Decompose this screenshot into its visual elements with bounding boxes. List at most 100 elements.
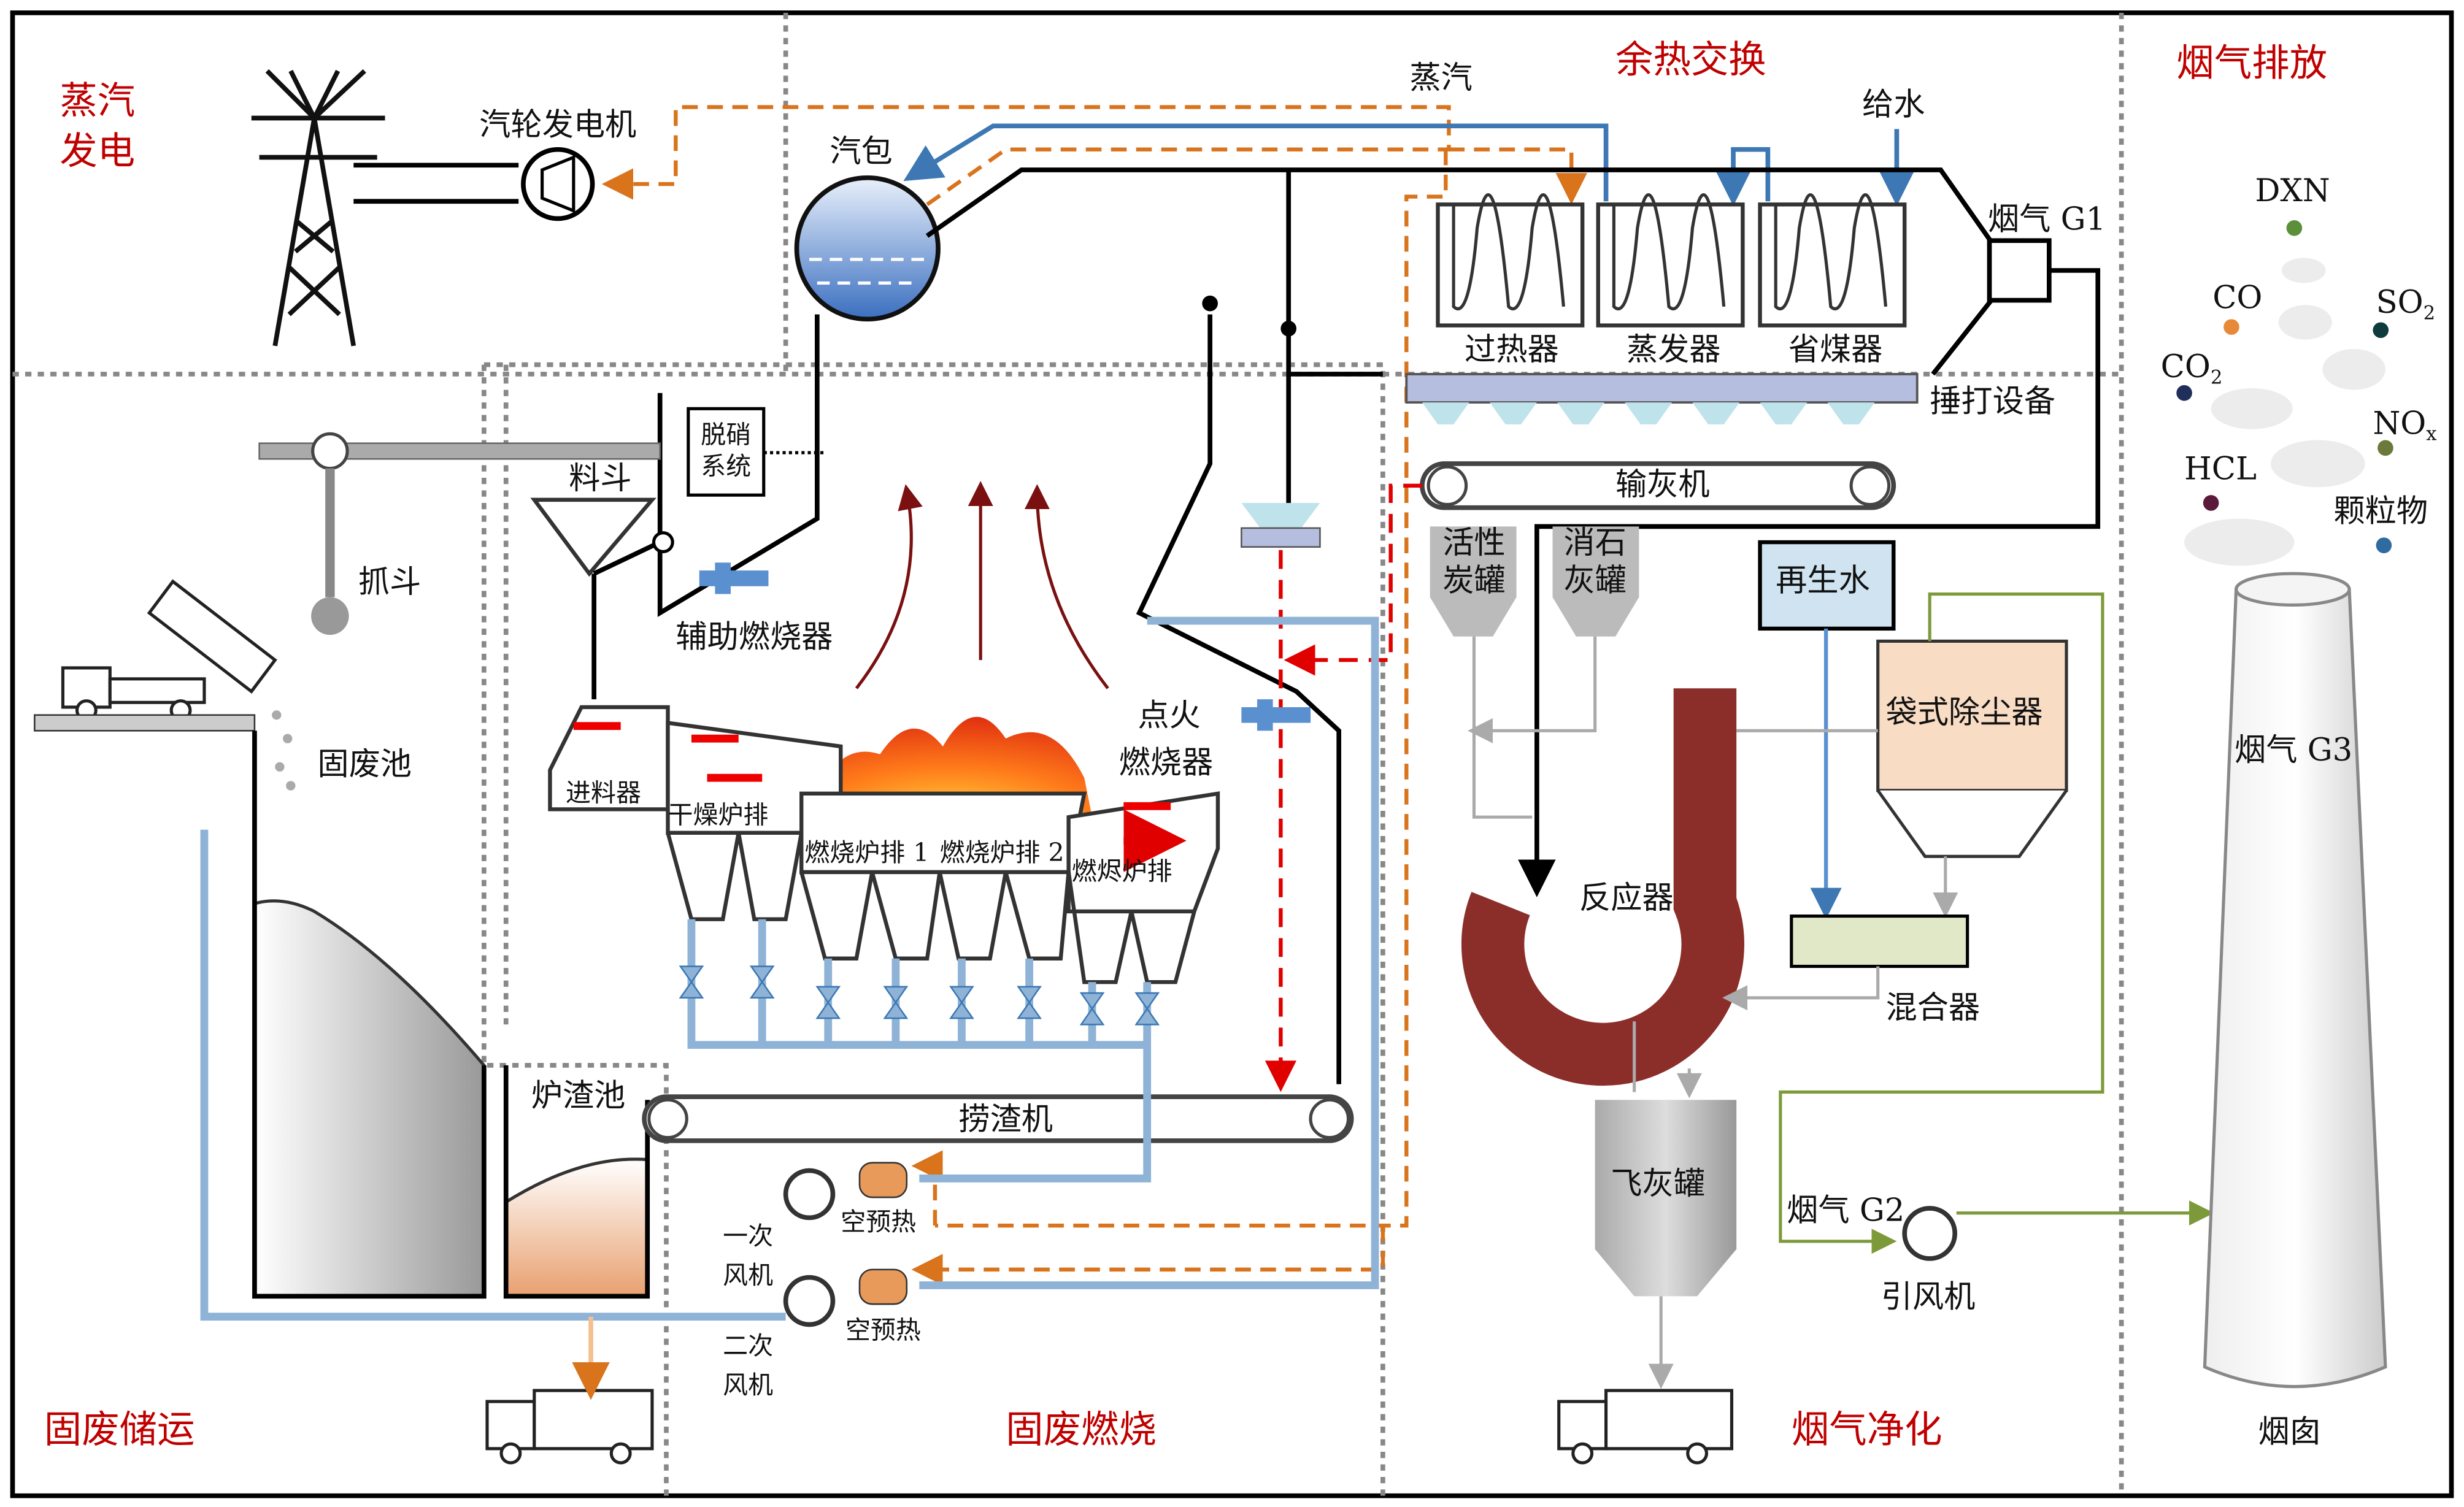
induced-fan-icon bbox=[1902, 1206, 1958, 1261]
activated-carbon-tank bbox=[1430, 526, 1517, 637]
combustion-grate-2-label: 燃烧炉排 2 bbox=[940, 838, 1065, 867]
primary-fan-label: 一次 bbox=[723, 1221, 773, 1251]
feed-hopper bbox=[530, 497, 656, 577]
flue-outlet-g1 bbox=[1987, 238, 2052, 303]
section-flue-emission: 烟气排放 bbox=[2176, 41, 2327, 85]
waste-pit-label: 固废池 bbox=[317, 746, 412, 783]
steam-drum-label: 汽包 bbox=[830, 133, 892, 170]
heat-exchangers bbox=[1436, 193, 1907, 328]
section-steam-power-2: 发电 bbox=[60, 129, 135, 173]
air-preheater-label-2: 空预热 bbox=[845, 1316, 921, 1345]
denox-system bbox=[687, 407, 766, 497]
smoke-clouds bbox=[2184, 258, 2385, 566]
conveyor-wheel-icon bbox=[1426, 465, 1468, 507]
reactor bbox=[1461, 688, 1744, 1086]
power-tower-icon bbox=[251, 69, 385, 347]
section-heat-exchange: 余热交换 bbox=[1615, 38, 1766, 82]
mixer bbox=[1790, 915, 1969, 968]
air-preheater-1 bbox=[858, 1162, 908, 1198]
slag-extractor-label: 捞渣机 bbox=[958, 1101, 1053, 1138]
slag-pit-label: 炉渣池 bbox=[531, 1077, 626, 1114]
air-preheater-label: 空预热 bbox=[841, 1207, 916, 1237]
pollutant-hcl: HCL bbox=[2184, 451, 2257, 488]
burnout-grate-label: 燃烬炉排 bbox=[1072, 857, 1172, 886]
combustion-grate-1-label: 燃烧炉排 1 bbox=[804, 838, 929, 867]
grates bbox=[548, 705, 1218, 984]
baghouse-filter bbox=[1876, 639, 2068, 792]
flue-g2-label: 烟气 G2 bbox=[1787, 1192, 1904, 1229]
flue-g1-to-reactor bbox=[1518, 268, 2101, 897]
rapping-label: 捶打设备 bbox=[1930, 383, 2055, 420]
conveyor-wheel-icon bbox=[1849, 465, 1891, 507]
ignition-burner-label-2: 燃烧器 bbox=[1119, 745, 1214, 781]
boiler-flue-duct bbox=[925, 167, 1995, 376]
activated-carbon-label-2: 炭罐 bbox=[1442, 562, 1505, 599]
furnace-walls bbox=[657, 170, 1383, 1084]
hot-gas-arrows bbox=[855, 481, 1109, 689]
burner-hopper bbox=[1241, 502, 1320, 528]
secondary-fan-label-2: 风机 bbox=[723, 1370, 773, 1400]
evaporator-label: 蒸发器 bbox=[1627, 331, 1721, 368]
chimney bbox=[2203, 588, 2387, 1389]
dump-truck-icon bbox=[61, 579, 277, 721]
water-line bbox=[903, 123, 1609, 202]
rapping-device bbox=[1405, 373, 1919, 404]
denox-label-2: 系统 bbox=[701, 451, 751, 481]
turbine-generator-icon bbox=[353, 147, 595, 221]
pollutant-labels: DXN CO SO2 CO2 NOx HCL 颗粒物 bbox=[2161, 172, 2437, 553]
section-waste-combustion: 固废燃烧 bbox=[1006, 1408, 1157, 1452]
chimney-label: 烟囱 bbox=[2258, 1414, 2320, 1451]
activated-carbon-label: 活性 bbox=[1442, 524, 1505, 561]
pollutant-co: CO bbox=[2212, 279, 2262, 316]
ignition-burner-label: 点火 bbox=[1138, 697, 1200, 734]
secondary-fan-icon bbox=[783, 1275, 836, 1327]
pollutant-dxn: DXN bbox=[2255, 172, 2330, 209]
aux-burner-label: 辅助燃烧器 bbox=[676, 619, 833, 656]
fly-ash-tank bbox=[1595, 1100, 1737, 1297]
steam-line bbox=[601, 105, 1451, 206]
slag-pit bbox=[504, 1157, 649, 1298]
ash-conveyor-label: 输灰机 bbox=[1615, 466, 1710, 503]
slag-extractor bbox=[642, 1094, 1354, 1143]
recycled-water-label: 再生水 bbox=[1776, 562, 1870, 599]
lime-label: 消石 bbox=[1563, 524, 1626, 561]
fly-ash-tank-label: 飞灰罐 bbox=[1611, 1165, 1705, 1202]
waste-pit bbox=[253, 730, 486, 1298]
superheater-label: 过热器 bbox=[1465, 331, 1559, 368]
steam-to-preheater-line bbox=[934, 149, 1448, 1228]
conveyor-wheel-icon bbox=[647, 1098, 688, 1140]
section-flue-cleaning: 烟气净化 bbox=[1792, 1408, 1942, 1452]
steam-label: 蒸汽 bbox=[1409, 59, 1472, 96]
hopper-label: 料斗 bbox=[569, 460, 631, 497]
reactor-label: 反应器 bbox=[1579, 880, 1674, 916]
economizer-label: 省煤器 bbox=[1788, 331, 1883, 368]
induced-fan-label: 引风机 bbox=[1881, 1278, 1976, 1315]
pollutant-co2: CO2 bbox=[2161, 348, 2223, 388]
feeder-label: 进料器 bbox=[566, 778, 641, 808]
pollutant-so2: SO2 bbox=[2376, 284, 2436, 324]
lime-tank bbox=[1552, 526, 1639, 637]
zone-dividers bbox=[12, 12, 2124, 1496]
fly-ash-truck-icon bbox=[1557, 1389, 1734, 1465]
lime-label-2: 灰罐 bbox=[1563, 562, 1626, 599]
denox-label: 脱硝 bbox=[701, 420, 751, 450]
falling-waste bbox=[272, 710, 296, 791]
air-preheater-2 bbox=[858, 1268, 908, 1305]
aux-burner-icon bbox=[699, 562, 769, 594]
steam-drum bbox=[794, 175, 941, 322]
section-steam-power: 蒸汽 bbox=[60, 79, 135, 123]
baghouse-label: 袋式除尘器 bbox=[1885, 694, 2042, 731]
ignition-burner-icon bbox=[1241, 699, 1311, 731]
feed-water-label: 给水 bbox=[1862, 86, 1925, 123]
conveyor-wheel-icon bbox=[1309, 1098, 1350, 1140]
pollutant-particulates: 颗粒物 bbox=[2333, 493, 2428, 530]
primary-fan-label-2: 风机 bbox=[723, 1260, 773, 1290]
turbine-generator-label: 汽轮发电机 bbox=[479, 107, 636, 144]
grab-icon bbox=[311, 597, 349, 635]
slag-truck-icon bbox=[485, 1389, 654, 1465]
drying-grate-label: 干燥炉排 bbox=[668, 800, 769, 829]
secondary-fan-label: 二次 bbox=[723, 1331, 773, 1360]
primary-fan-icon bbox=[783, 1168, 836, 1221]
flue-g1-label: 烟气 G1 bbox=[1988, 201, 2106, 237]
